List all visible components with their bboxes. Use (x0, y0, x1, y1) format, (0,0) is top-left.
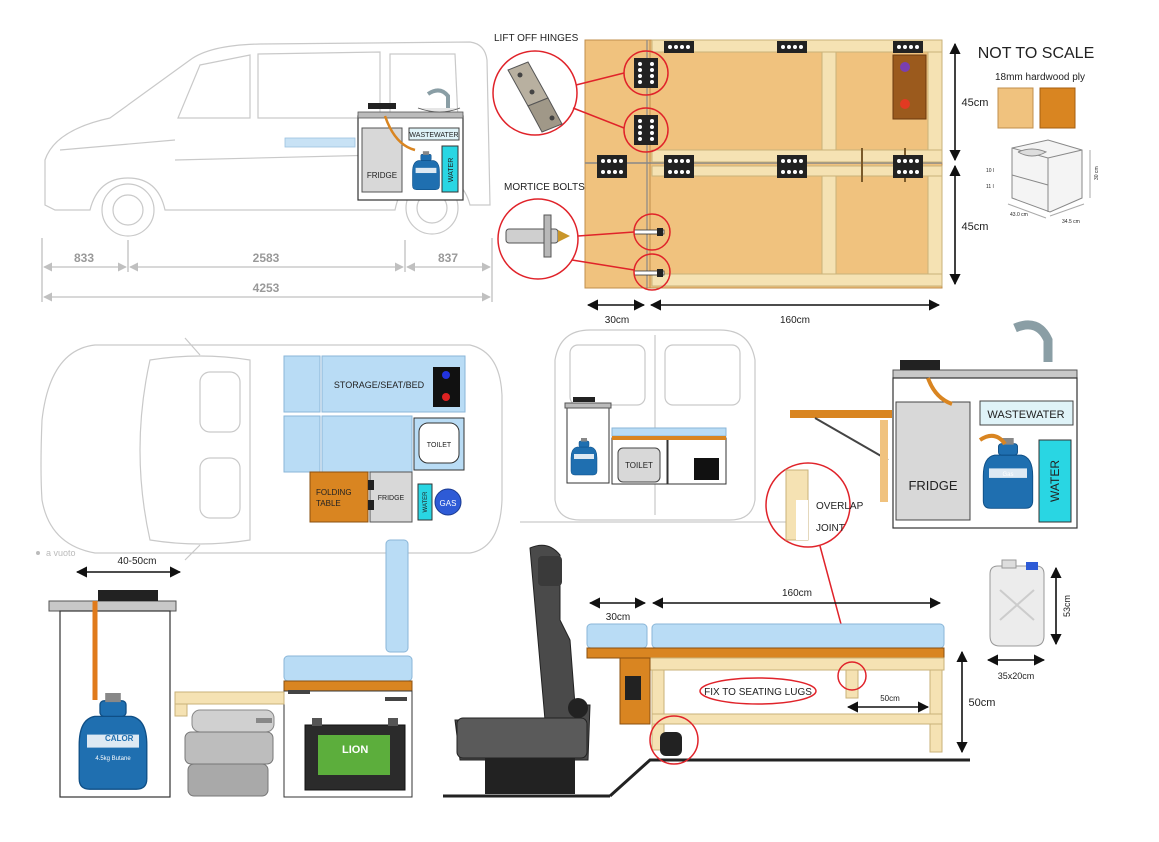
butane-label: 4.5kg Butane (95, 756, 131, 762)
dim-front-overhang: 833 (74, 251, 94, 265)
detail-fridge-label: FRIDGE (908, 478, 957, 493)
jerrycan-height: 53cm (1062, 595, 1072, 617)
a-vuoto-bullet (36, 551, 40, 555)
van-top-view (40, 337, 503, 561)
bed-dimension-arrows (588, 597, 968, 754)
length-dimensions (41, 238, 493, 302)
detail-wastewater-label: WASTEWATER (987, 409, 1064, 421)
toilet-dim-b: 11 l (986, 184, 994, 190)
jerrycan-base: 35x20cm (998, 671, 1035, 681)
van-rear-view (520, 329, 790, 523)
overlap-label-2: JOINT (816, 523, 845, 534)
hob-width-label: 40-50cm (118, 556, 157, 567)
board-dimension-arrows (586, 42, 961, 311)
overlap-label-1: OVERLAP (816, 501, 864, 512)
toilet-dim-w: 34.5 cm (1062, 219, 1080, 225)
top-water-label: WATER (423, 491, 429, 513)
battery-brand-label: LION (342, 744, 368, 756)
detail-water-label: WATER (1048, 460, 1062, 502)
folding-table-label-1: FOLDING (316, 488, 352, 497)
board-height-1: 45cm (962, 97, 989, 109)
board-plan (584, 39, 943, 289)
top-toilet-label: TOILET (427, 442, 452, 449)
bed-width-large: 160cm (782, 588, 812, 599)
board-width-large: 160cm (780, 315, 810, 326)
board-height-2: 45cm (962, 221, 989, 233)
ply-swatch-light (997, 87, 1034, 129)
ply-swatch-dark (1039, 87, 1076, 129)
overlap-joint-callout (765, 462, 853, 666)
frame-span-label: 50cm (880, 694, 900, 703)
jerrycan-icon (986, 559, 1062, 666)
hob-cabinet (48, 590, 177, 798)
bed-height-label: 50cm (969, 697, 996, 709)
folding-table-label-2: TABLE (316, 499, 341, 508)
dim-wheelbase: 2583 (253, 251, 280, 265)
ply-note: 18mm hardwood ply (995, 72, 1085, 83)
not-to-scale-label: NOT TO SCALE (978, 45, 1094, 62)
a-vuoto-label: a vuoto (46, 548, 76, 558)
side-view-kitchen-unit (357, 88, 464, 201)
side-water-label: WATER (448, 158, 455, 183)
rear-toilet-label: TOILET (625, 461, 653, 470)
bed-frame-section (443, 544, 970, 798)
toilet-dim-d: 43.0 cm (1010, 212, 1028, 218)
top-gas-label: GAS (440, 499, 457, 508)
toilet-dim-a: 10 l (986, 168, 994, 174)
mortice-bolts-label: MORTICE BOLTS (504, 182, 585, 193)
detail-calor-label: Gas (1002, 472, 1013, 478)
seat-and-storage-section (174, 539, 413, 798)
portable-toilet (184, 709, 275, 797)
portable-toilet-icon (1007, 139, 1091, 219)
board-width-small: 30cm (605, 315, 629, 326)
gas-hob-icon (98, 590, 158, 601)
top-fridge-label: FRIDGE (378, 495, 405, 502)
hinge-callout (492, 50, 669, 153)
toilet-dim-h: 30 cm (1094, 166, 1100, 180)
kitchen-unit-detail (790, 320, 1078, 529)
van-side-view (44, 41, 491, 237)
lift-off-hinges-label: LIFT OFF HINGES (494, 33, 579, 44)
storage-seat-bed-label: STORAGE/SEAT/BED (334, 380, 425, 390)
dim-rear-overhang: 837 (438, 251, 458, 265)
hinge-icon (507, 61, 549, 107)
side-fridge-label: FRIDGE (367, 171, 397, 180)
dim-total-length: 4253 (253, 281, 280, 295)
calor-label: CALOR (105, 734, 134, 743)
fix-seating-lugs-label: FIX TO SEATING LUGS (704, 687, 812, 698)
bed-width-small: 30cm (606, 612, 630, 623)
mortice-bolt-callout (497, 198, 671, 291)
side-wastewater-label: WASTEWATER (409, 132, 458, 139)
